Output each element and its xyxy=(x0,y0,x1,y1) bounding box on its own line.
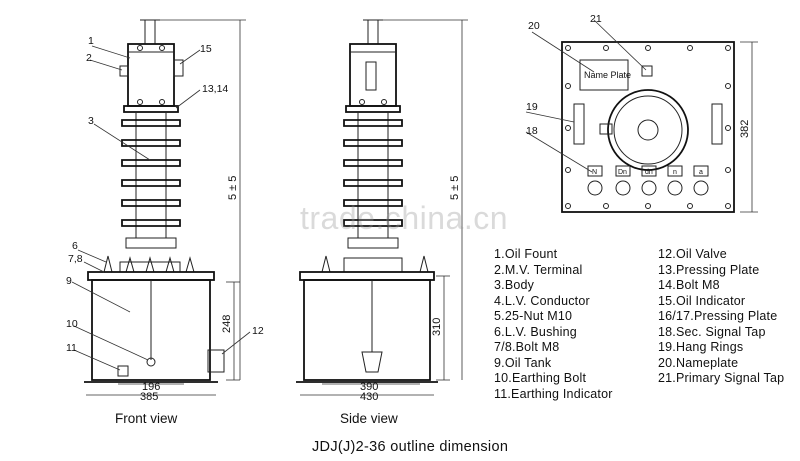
watermark: trade.china.cn xyxy=(300,200,509,236)
legend-right: 12.Oil Valve 13.Pressing Plate 14.Bolt M… xyxy=(658,247,784,387)
front-mv-terminal xyxy=(119,65,129,77)
front-lv-bushings xyxy=(103,255,195,273)
side-tank-lid xyxy=(299,271,435,281)
top-oil-fount-outline xyxy=(607,89,689,171)
front-tank-lid xyxy=(87,271,215,281)
legend-item: 10.Earthing Bolt xyxy=(494,371,587,385)
legend-item: 1.Oil Fount xyxy=(494,247,558,261)
terminal-dn: dn xyxy=(645,169,653,176)
nameplate-text: Name Plate xyxy=(584,70,631,80)
side-oil-valve xyxy=(361,351,383,373)
legend-item: 3.Body xyxy=(494,278,535,292)
terminal-n: n xyxy=(673,169,677,176)
terminal-N: N xyxy=(592,169,597,176)
front-top-stem xyxy=(144,19,156,45)
dim-front-385: 385 xyxy=(140,391,158,403)
legend-item: 19.Hang Rings xyxy=(658,340,744,354)
callout-9: 9 xyxy=(66,275,72,287)
legend-item: 7/8.Bolt M8 xyxy=(494,340,560,354)
top-hang-ring-left xyxy=(573,103,585,145)
callout-7-8: 7,8 xyxy=(68,253,83,265)
callout-19: 19 xyxy=(526,101,538,113)
top-view: Name Plate N Dn dn n a 382 xyxy=(525,13,758,213)
side-oil-indicator xyxy=(365,61,377,91)
legend-item: 21.Primary Signal Tap xyxy=(658,371,785,385)
callout-18: 18 xyxy=(526,125,538,137)
legend-item: 16/17.Pressing Plate xyxy=(658,309,778,323)
legend-item: 13.Pressing Plate xyxy=(658,262,760,277)
callout-2: 2 xyxy=(86,52,92,64)
callout-15: 15 xyxy=(200,43,212,55)
legend-item: 18.Sec. Signal Tap xyxy=(658,324,766,339)
top-cover-plate xyxy=(561,41,735,213)
top-primary-signal-tap xyxy=(641,65,653,77)
legend-item: 4.L.V. Conductor xyxy=(494,293,590,308)
legend-item: 6.L.V. Bushing xyxy=(494,324,577,339)
dim-side-430: 430 xyxy=(360,391,378,403)
front-pressing-plate xyxy=(123,105,179,113)
callout-6: 6 xyxy=(72,240,78,252)
dim-front-248: 248 xyxy=(221,315,233,333)
dim-side-310: 310 xyxy=(431,318,443,336)
legend-left: 1.Oil Fount 2.M.V. Terminal 3.Body 4.L.V… xyxy=(494,247,613,402)
top-secondary-signal-taps xyxy=(587,165,709,196)
callout-13-14: 13,14 xyxy=(202,83,228,95)
legend-item: 14.Bolt M8 xyxy=(658,278,720,292)
callout-1: 1 xyxy=(88,35,94,47)
front-oil-indicator xyxy=(173,59,184,77)
front-earthing-bolt xyxy=(146,357,156,367)
callout-12: 12 xyxy=(252,325,264,337)
callout-20: 20 xyxy=(528,20,540,32)
legend-item: 5.25-Nut M10 xyxy=(494,309,573,323)
side-oil-tank xyxy=(303,279,431,381)
dim-top-382: 382 xyxy=(739,120,751,138)
top-hang-ring-right xyxy=(711,103,723,145)
terminal-a: a xyxy=(699,169,703,176)
dim-front-196: 196 xyxy=(142,381,160,393)
front-earthing-indicator xyxy=(117,365,129,377)
front-oil-valve xyxy=(207,349,225,373)
legend-item: 11.Earthing Indicator xyxy=(494,386,613,401)
side-view: 390 430 310 5 ± 5 xyxy=(296,19,468,403)
legend-item: 20.Nameplate xyxy=(658,355,739,370)
front-view: 196 385 248 5 ± 5 1 2 15 13,14 3 6 7,8 9 xyxy=(66,19,264,403)
top-nameplate xyxy=(579,59,629,91)
callout-3: 3 xyxy=(88,115,94,127)
dim-side-390: 390 xyxy=(360,381,378,393)
terminal-Dn: Dn xyxy=(618,169,627,176)
legend-item: 12.Oil Valve xyxy=(658,247,727,261)
legend-item: 15.Oil Indicator xyxy=(658,293,746,308)
side-view-caption: Side view xyxy=(340,411,398,426)
dim-side-total: 5 ± 5 xyxy=(449,176,461,200)
dim-front-total: 5 ± 5 xyxy=(227,176,239,200)
drawing-title: JDJ(J)2-36 outline dimension xyxy=(312,439,509,455)
side-insulator-body xyxy=(343,112,403,249)
legend-item: 9.Oil Tank xyxy=(494,355,552,370)
callout-11: 11 xyxy=(66,342,77,354)
callout-10: 10 xyxy=(66,318,78,330)
front-view-caption: Front view xyxy=(115,411,178,426)
callout-21: 21 xyxy=(590,13,602,25)
side-oil-fount xyxy=(349,43,397,107)
legend-item: 2.M.V. Terminal xyxy=(494,262,583,277)
front-insulator-body xyxy=(121,112,181,249)
front-oil-fount xyxy=(127,43,175,107)
